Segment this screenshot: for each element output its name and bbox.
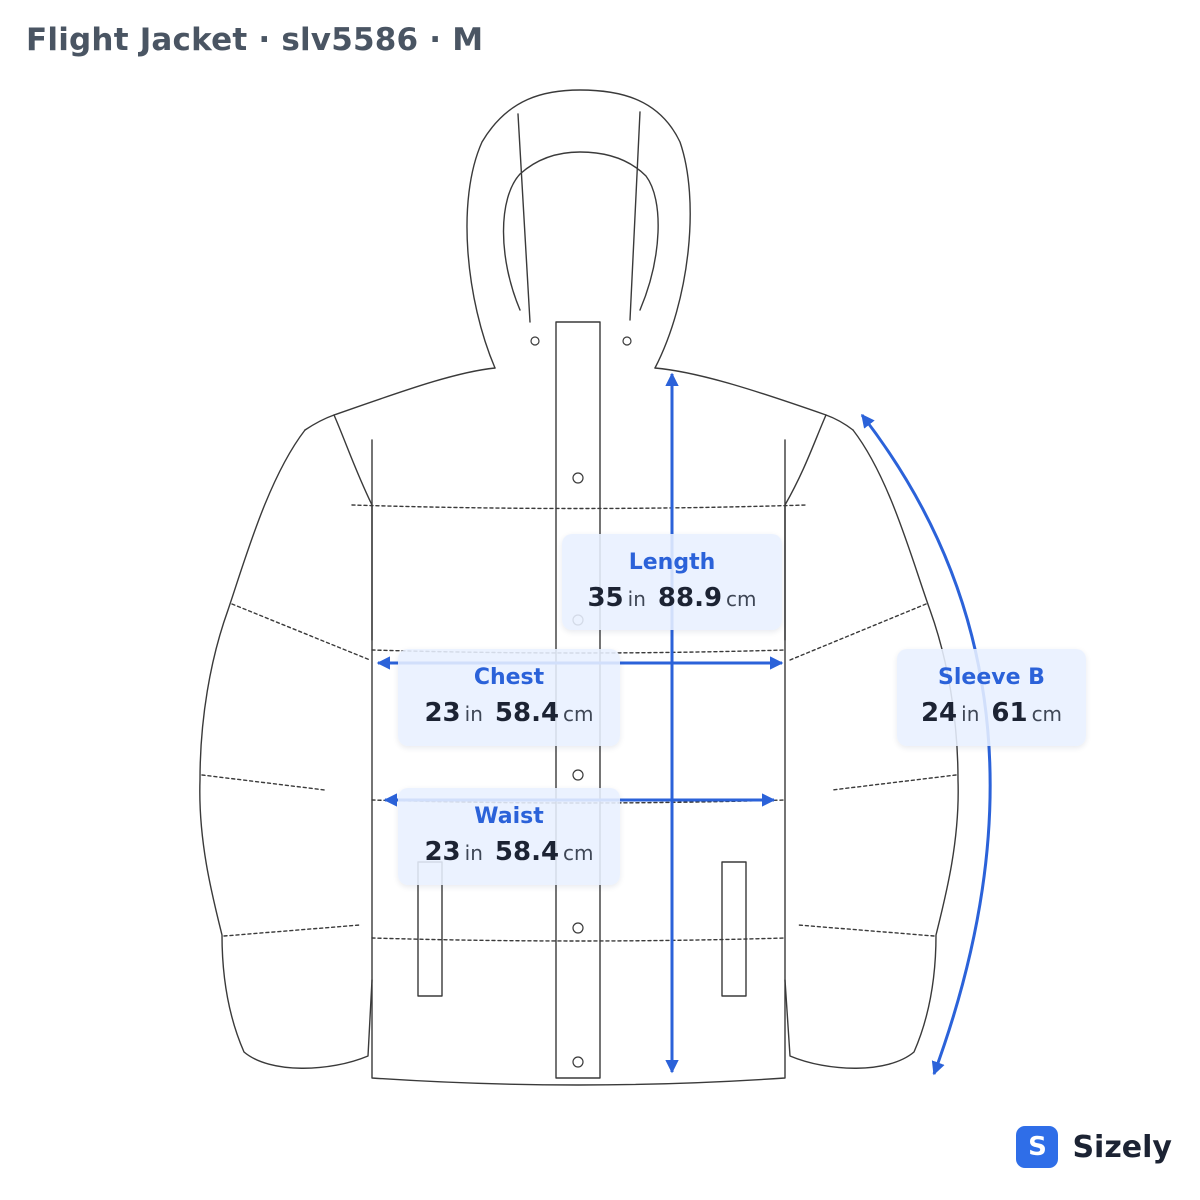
waist-inches-unit: in <box>464 841 483 865</box>
chest-cm-unit: cm <box>563 702 594 726</box>
right-shoulder <box>654 367 854 431</box>
waist-cm-unit: cm <box>563 841 594 865</box>
sleeve-cm-value: 61 <box>991 698 1028 728</box>
length-label-title: Length <box>628 550 716 575</box>
left-sleeve-inner <box>333 414 373 641</box>
snap-button <box>572 472 584 484</box>
right-pocket <box>721 861 747 997</box>
right-sleeve-inner <box>784 414 827 641</box>
length-cm-unit: cm <box>726 587 757 611</box>
left-shoulder <box>304 367 496 431</box>
brand-logo: S Sizely <box>1016 1126 1172 1168</box>
hood-seam-right <box>629 111 641 321</box>
brand-name: Sizely <box>1072 1129 1172 1165</box>
hood-snap-right <box>622 336 632 346</box>
hood-snap-left <box>530 336 540 346</box>
hood-seam-left <box>517 113 531 323</box>
snap-button <box>572 769 584 781</box>
waist-label-title: Waist <box>474 804 544 829</box>
waist-cm-value: 58.4 <box>494 837 560 867</box>
chest-inches-unit: in <box>464 702 483 726</box>
length-inches-value: 35 <box>587 583 624 613</box>
snap-button <box>572 922 584 934</box>
snap-button <box>572 1056 584 1068</box>
jacket-body <box>371 439 786 1086</box>
sleeve-cm-unit: cm <box>1031 702 1063 726</box>
chest-cm-value: 58.4 <box>494 698 560 728</box>
hood-opening <box>502 151 659 311</box>
sleeve-inches-value: 24 <box>920 698 958 728</box>
page-title: Flight Jacket · slv5586 · M <box>26 22 484 58</box>
left-sleeve <box>199 429 373 1069</box>
waist-inches-value: 23 <box>424 837 461 867</box>
chest-label-title: Chest <box>473 665 545 690</box>
jacket-hood <box>466 89 691 369</box>
yoke-seam <box>351 504 807 510</box>
chest-inches-value: 23 <box>424 698 461 728</box>
brand-mark-icon: S <box>1016 1126 1059 1168</box>
sleeve-label-title: Sleeve B <box>938 665 1045 690</box>
sleeve-inches-unit: in <box>961 702 980 726</box>
length-cm-value: 88.9 <box>657 583 723 613</box>
length-inches-unit: in <box>627 587 646 611</box>
